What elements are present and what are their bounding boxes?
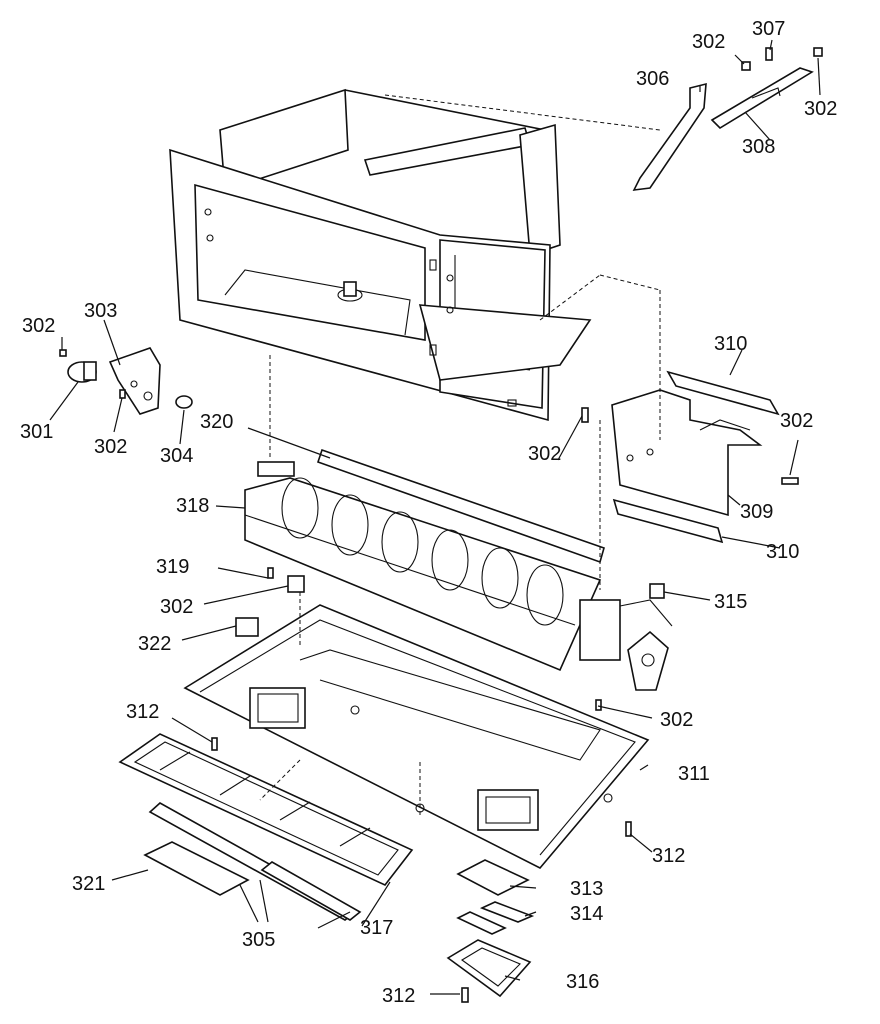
label-308: 308 xyxy=(742,136,775,158)
bracket-308 xyxy=(710,67,814,130)
label-302: 302 xyxy=(660,709,693,731)
label-312: 312 xyxy=(126,701,159,723)
bracket-306 xyxy=(632,82,707,191)
label-302: 302 xyxy=(804,98,837,120)
label-302: 302 xyxy=(94,436,127,458)
label-313: 313 xyxy=(570,878,603,900)
grease-filter-317 xyxy=(118,733,414,886)
blower-fan-318 xyxy=(244,461,673,691)
label-309: 309 xyxy=(740,501,773,523)
pad-321 xyxy=(143,841,250,896)
label-314: 314 xyxy=(570,903,603,925)
label-312: 312 xyxy=(652,845,685,867)
label-310: 310 xyxy=(714,333,747,355)
alignment-lines xyxy=(259,94,661,815)
label-301: 301 xyxy=(20,421,53,443)
strips-305 xyxy=(148,802,362,921)
lens-cover-316 xyxy=(446,939,532,998)
label-302: 302 xyxy=(22,315,55,337)
label-321: 321 xyxy=(72,873,105,895)
gasket-310-top xyxy=(666,370,780,416)
label-306: 306 xyxy=(636,68,669,90)
part-labels: 302 307 306 302 308 302 303 310 320 302 … xyxy=(20,18,837,1007)
latch-assembly xyxy=(59,347,193,415)
label-315: 315 xyxy=(714,591,747,613)
leader-lines xyxy=(49,39,821,995)
label-316: 316 xyxy=(566,971,599,993)
label-311: 311 xyxy=(678,763,710,785)
lens-313 xyxy=(456,859,530,896)
parts-315-322 xyxy=(235,567,665,637)
label-307: 307 xyxy=(752,18,785,40)
label-312: 312 xyxy=(382,985,415,1007)
base-plate-311 xyxy=(183,604,650,869)
label-304: 304 xyxy=(160,445,193,467)
label-310: 310 xyxy=(766,541,799,563)
label-302: 302 xyxy=(528,443,561,465)
label-320: 320 xyxy=(200,411,233,433)
screws-top-right xyxy=(741,47,823,71)
label-302: 302 xyxy=(692,31,725,53)
label-322: 322 xyxy=(138,633,171,655)
screw-309 xyxy=(581,407,799,485)
screw-312-bottom xyxy=(461,987,469,1003)
chassis-frame xyxy=(169,88,592,422)
label-319: 319 xyxy=(156,556,189,578)
gasket-310-bottom xyxy=(612,498,724,544)
label-302: 302 xyxy=(780,410,813,432)
label-317: 317 xyxy=(360,917,393,939)
label-302: 302 xyxy=(160,596,193,618)
label-318: 318 xyxy=(176,495,209,517)
label-305: 305 xyxy=(242,929,275,951)
label-303: 303 xyxy=(84,300,117,322)
gasket-314 xyxy=(456,901,535,935)
bracket-309 xyxy=(611,389,763,517)
